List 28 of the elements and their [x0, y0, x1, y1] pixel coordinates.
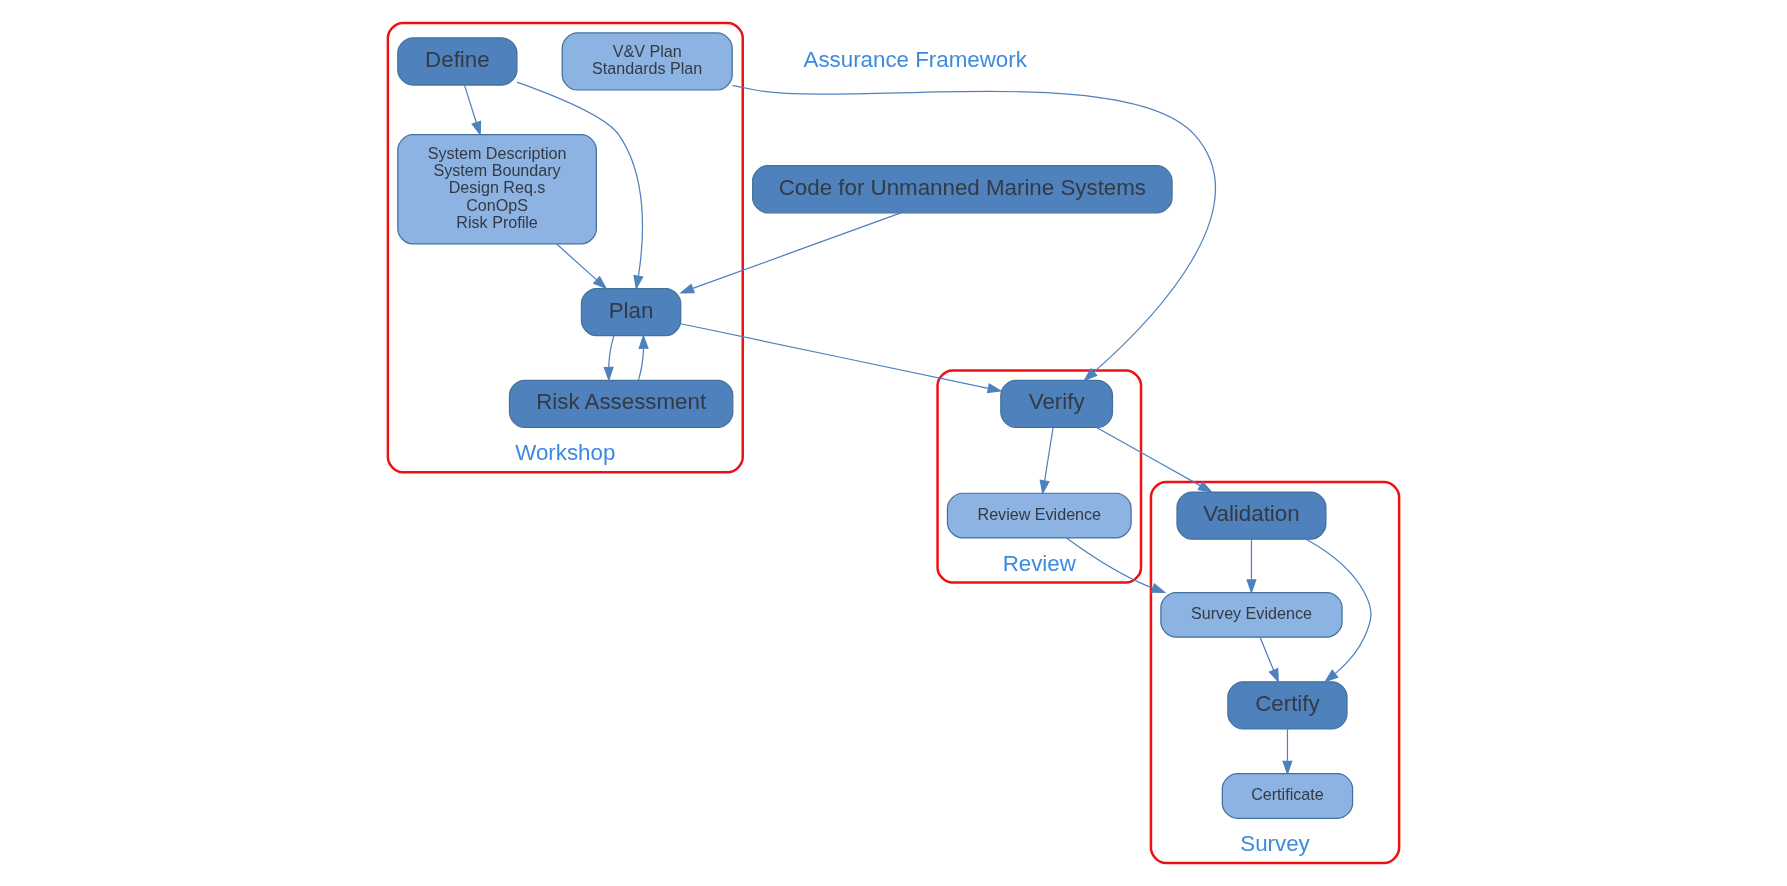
node-box: Certify: [1227, 681, 1348, 730]
arrow: [603, 335, 615, 382]
node-box: Validation: [1176, 491, 1327, 540]
arrow: [1305, 538, 1372, 683]
arrow: [731, 84, 1216, 382]
arrow: [556, 243, 608, 290]
node-box: Survey Evidence: [1160, 591, 1343, 638]
node-box: Review Evidence: [946, 492, 1132, 539]
node-box: Verify: [1000, 379, 1114, 429]
arrow: [516, 81, 644, 291]
node-box: System Description System Boundary Design Req.s ConOpS Risk Profile: [397, 134, 597, 245]
node-box: Risk Assessment: [508, 379, 734, 429]
arrow: [637, 334, 649, 381]
arrow: [679, 212, 902, 294]
label: Assurance Framework: [803, 46, 1027, 72]
arrow: [1095, 426, 1213, 493]
node-box: V&V Plan Standards Plan: [561, 32, 733, 91]
arrow: [1259, 636, 1279, 684]
arrow: [1065, 537, 1167, 593]
node-box: Plan: [580, 287, 682, 337]
node-box: Define: [397, 37, 518, 86]
arrow: [680, 323, 1003, 394]
node-box: Code for Unmanned Marine Systems: [752, 165, 1173, 214]
arrow: [1039, 427, 1054, 496]
arrow: [1282, 728, 1293, 776]
arrow: [463, 84, 482, 137]
node-box: Certificate: [1221, 773, 1354, 819]
arrow: [1246, 538, 1257, 595]
